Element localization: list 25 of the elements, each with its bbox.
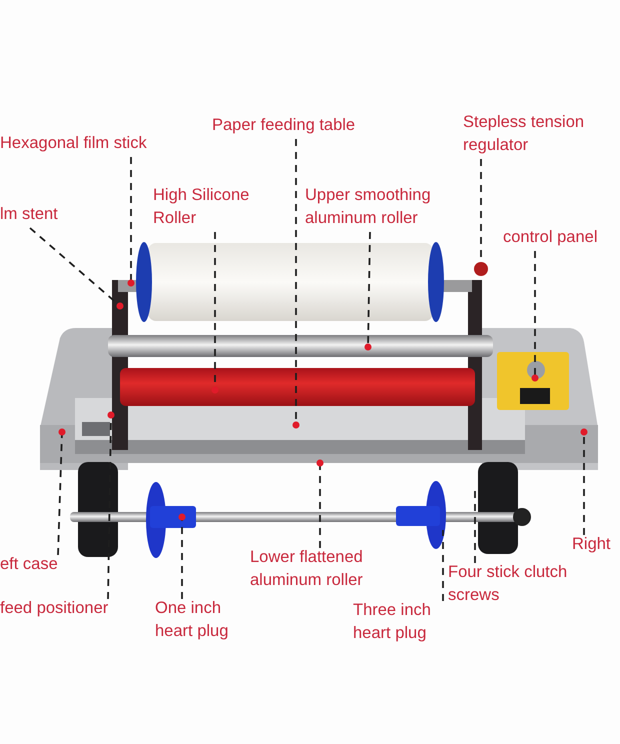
leader-line: [532, 251, 538, 382]
part-label: control panel: [503, 226, 598, 250]
part-label: Upper smoothing aluminum roller: [305, 184, 470, 230]
leader-line: [128, 157, 134, 286]
part-label: feed positioner: [0, 597, 108, 620]
part-label: Hexagonal film stick: [0, 132, 147, 156]
leader-line: [178, 514, 186, 599]
leader-line: [29, 227, 124, 310]
part-label: Stepless tension regulator: [463, 111, 620, 158]
leader-line: [316, 460, 324, 548]
leader-line: [212, 232, 218, 394]
leader-line: [57, 428, 66, 556]
part-label: One inch heart plug: [155, 597, 255, 644]
leader-line: [364, 232, 372, 350]
part-label: lm stent: [0, 203, 58, 226]
leader-line: [474, 490, 476, 563]
leader-line: [580, 428, 588, 535]
leader-line: [107, 412, 114, 600]
part-label: Paper feeding table: [212, 114, 356, 138]
leader-line: [442, 530, 444, 601]
part-label: Right: [572, 533, 611, 556]
part-label: Lower flattened aluminum roller: [250, 546, 400, 592]
leader-line: [292, 139, 300, 428]
part-label: High Silicone Roller: [153, 184, 278, 230]
part-label: eft case: [0, 553, 58, 576]
